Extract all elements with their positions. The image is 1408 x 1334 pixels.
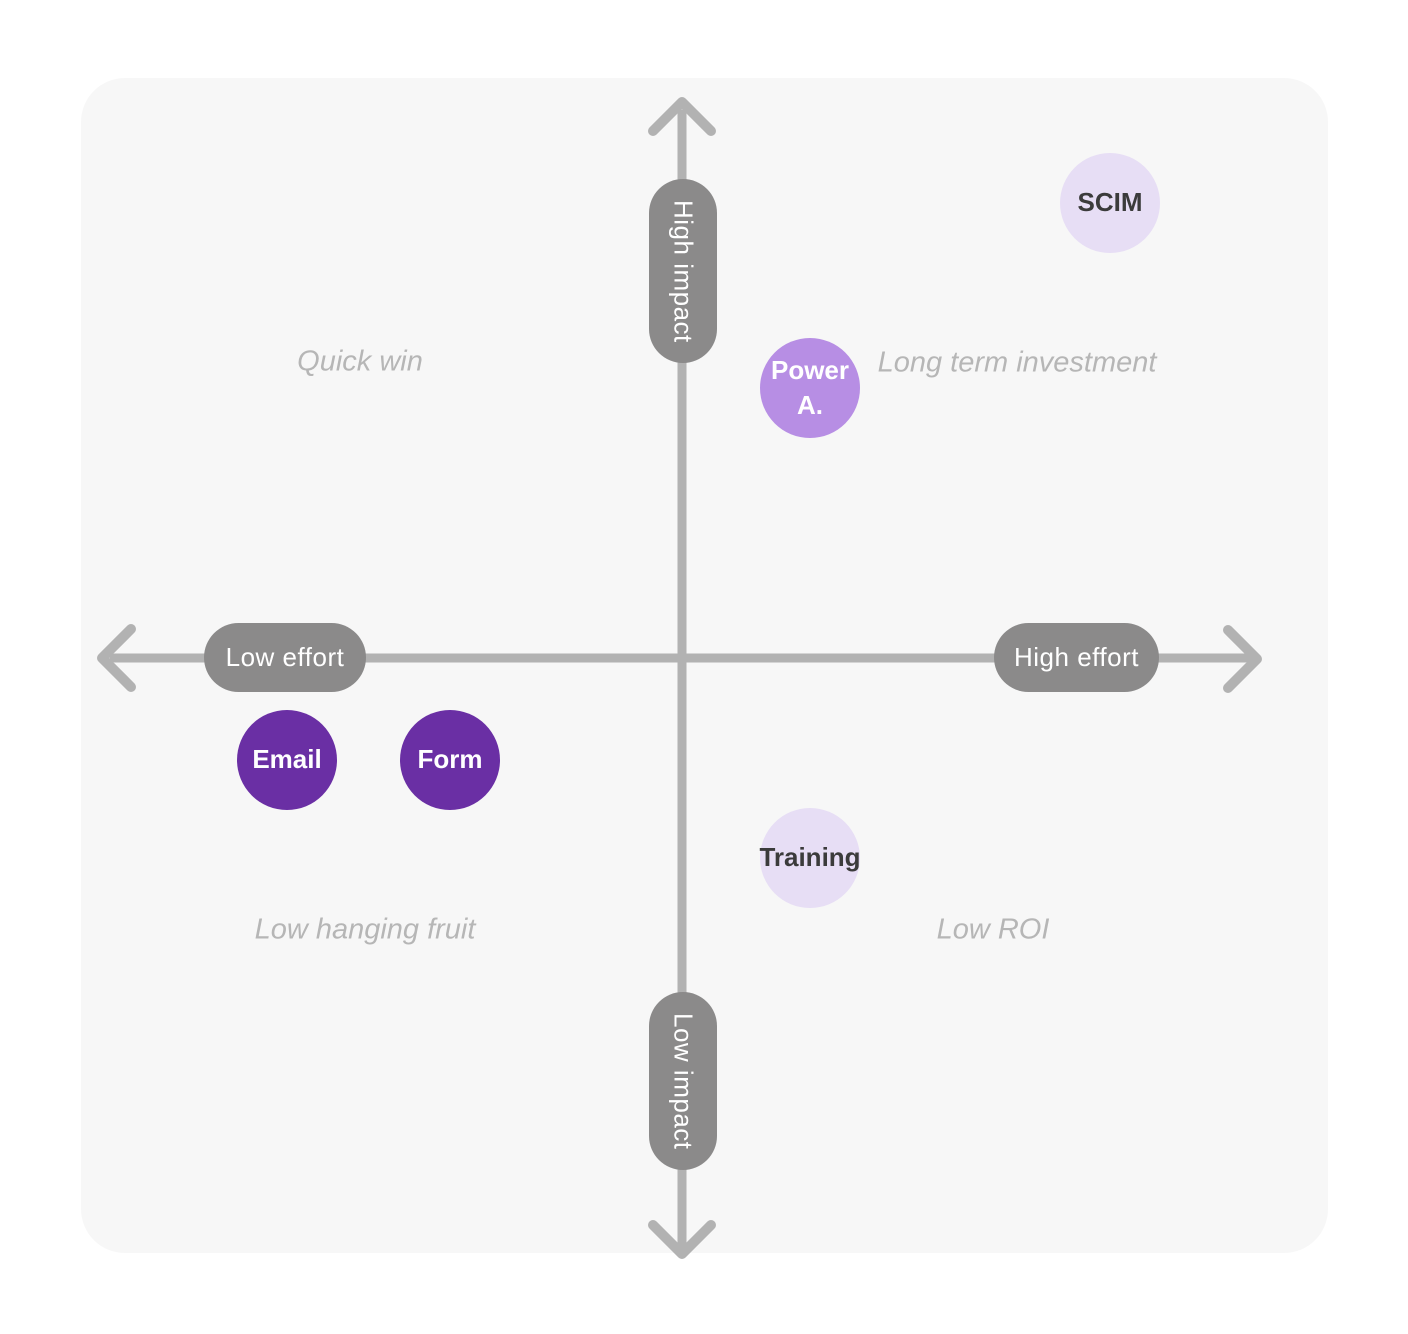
quadrant-label-low-hanging-fruit: Low hanging fruit (254, 913, 476, 946)
quadrant-label-long-term-investment: Long term investment (877, 346, 1157, 379)
bubble-scim[interactable]: SCIM (1060, 153, 1160, 253)
axis-label-low-impact: Low impact (649, 992, 717, 1170)
axis-label-high-impact: High impact (649, 179, 717, 363)
bubble-training[interactable]: Training (759, 808, 861, 908)
bubble-email[interactable]: Email (237, 710, 337, 810)
bubble-form[interactable]: Form (400, 710, 500, 810)
quadrant-label-low-roi: Low ROI (936, 913, 1050, 946)
quadrant-label-quick-win: Quick win (297, 345, 423, 378)
axis-label-low-effort: Low effort (204, 623, 366, 692)
bubble-power-automate[interactable]: Power A. (760, 338, 860, 438)
axis-label-high-effort: High effort (994, 623, 1159, 692)
